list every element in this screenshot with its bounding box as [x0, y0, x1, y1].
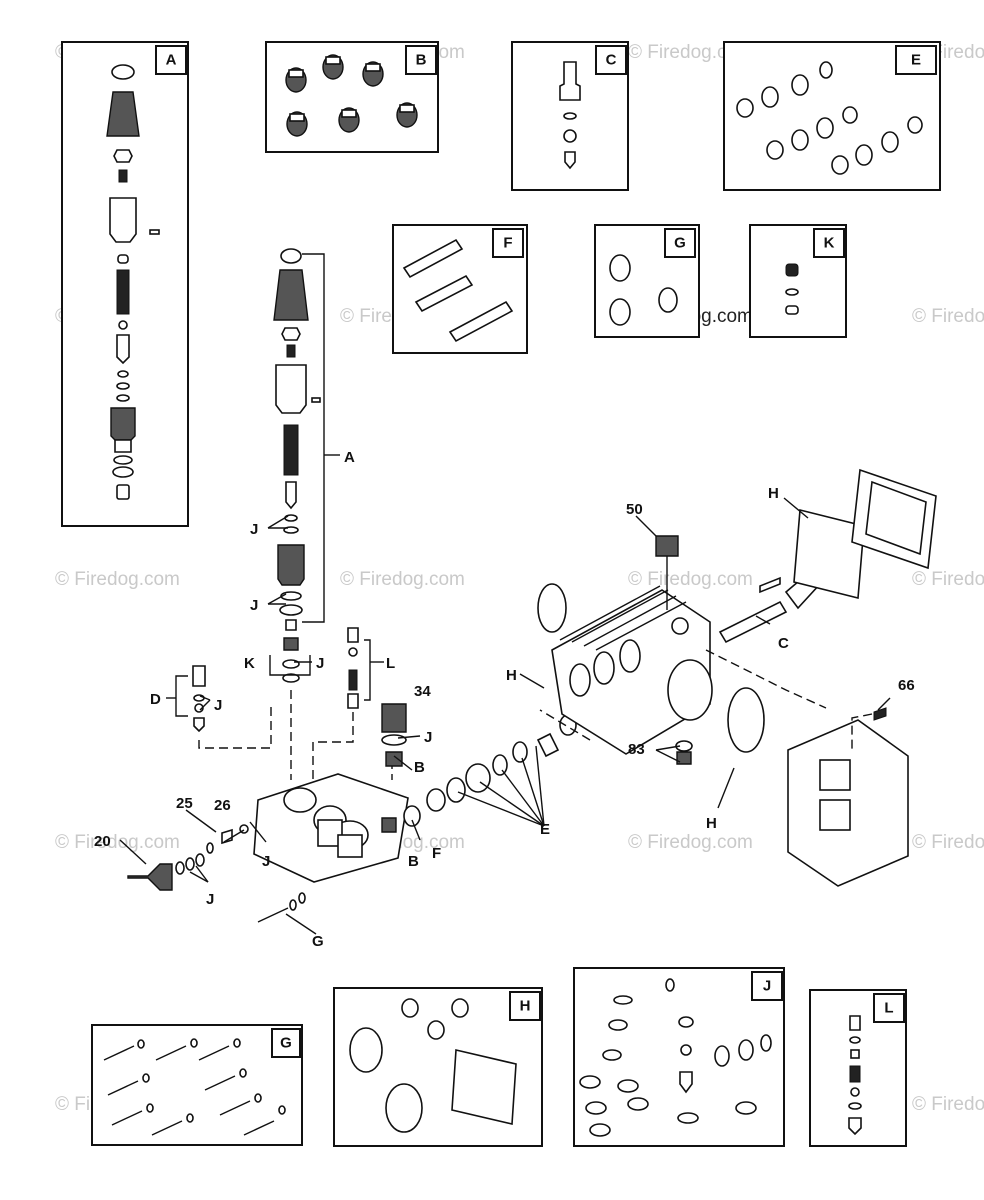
callout-a: A [344, 449, 355, 466]
callout-c: C [778, 635, 789, 652]
kit-d-box: C [511, 41, 629, 191]
callout-34: 34 [414, 683, 431, 700]
kit-label: J [763, 978, 771, 995]
callout-20: 20 [94, 833, 111, 850]
callout-j: J [316, 655, 324, 672]
callout-k: K [244, 655, 255, 672]
kit-e-box: E [723, 41, 941, 191]
kit-label: E [911, 52, 921, 69]
callout-j: J [206, 891, 214, 908]
kit-label: F [503, 235, 512, 252]
callout-l: L [386, 655, 395, 672]
callout-66: 66 [898, 677, 915, 694]
callout-h: H [506, 667, 517, 684]
kit-label: G [674, 235, 686, 252]
callout-j: J [424, 729, 432, 746]
callout-d: D [150, 691, 161, 708]
kit-f-box: G [594, 224, 700, 338]
watermark: © Firedog.com [628, 832, 753, 853]
callout-h: H [768, 485, 779, 502]
watermark: © Firedog.com [912, 569, 984, 590]
kit-label: G [280, 1035, 292, 1052]
kit-l-box: L [809, 989, 907, 1147]
kit-g-box: G [91, 1024, 303, 1146]
callout-j: J [250, 597, 258, 614]
kit-j-box: J [573, 967, 785, 1147]
kit-label: C [606, 52, 617, 69]
callout-83: 83 [628, 741, 645, 758]
watermark: © Firedog.com [55, 832, 180, 853]
callout-26: 26 [214, 797, 231, 814]
callout-h: H [706, 815, 717, 832]
callout-f: F [432, 845, 441, 862]
callout-g: G [312, 933, 324, 950]
kit-k-box: K [749, 224, 847, 338]
callout-50: 50 [626, 501, 643, 518]
watermark: © Firedog.com [912, 306, 984, 327]
watermark: © Firedog.com [912, 832, 984, 853]
callouts: 50 H C H 83 H 66 A J J K J L D J 34 J B … [94, 449, 915, 950]
callout-b: B [414, 759, 425, 776]
kit-label: K [824, 235, 835, 252]
kit-label: A [166, 52, 177, 69]
watermark: © Firedog.com [628, 569, 753, 590]
callout-j: J [214, 697, 222, 714]
callout-j: J [250, 521, 258, 538]
watermark: © Firedog.com [912, 1094, 984, 1115]
main-assembly [119, 248, 937, 935]
kit-b-box: B [265, 41, 439, 153]
callout-25: 25 [176, 795, 193, 812]
watermark: © Firedog.com [340, 569, 465, 590]
watermark: © Firedog.com [55, 569, 180, 590]
kit-h-box: H [333, 987, 543, 1147]
callout-b: B [408, 853, 419, 870]
watermark: © Firedog.com [628, 42, 753, 63]
callout-j: J [262, 853, 270, 870]
kit-label: H [520, 998, 531, 1015]
kit-a-box: A [61, 41, 189, 527]
callout-e: E [540, 821, 550, 838]
kit-label: L [884, 1000, 893, 1017]
kit-label: B [416, 52, 427, 69]
kit-c-box: F [392, 224, 528, 354]
